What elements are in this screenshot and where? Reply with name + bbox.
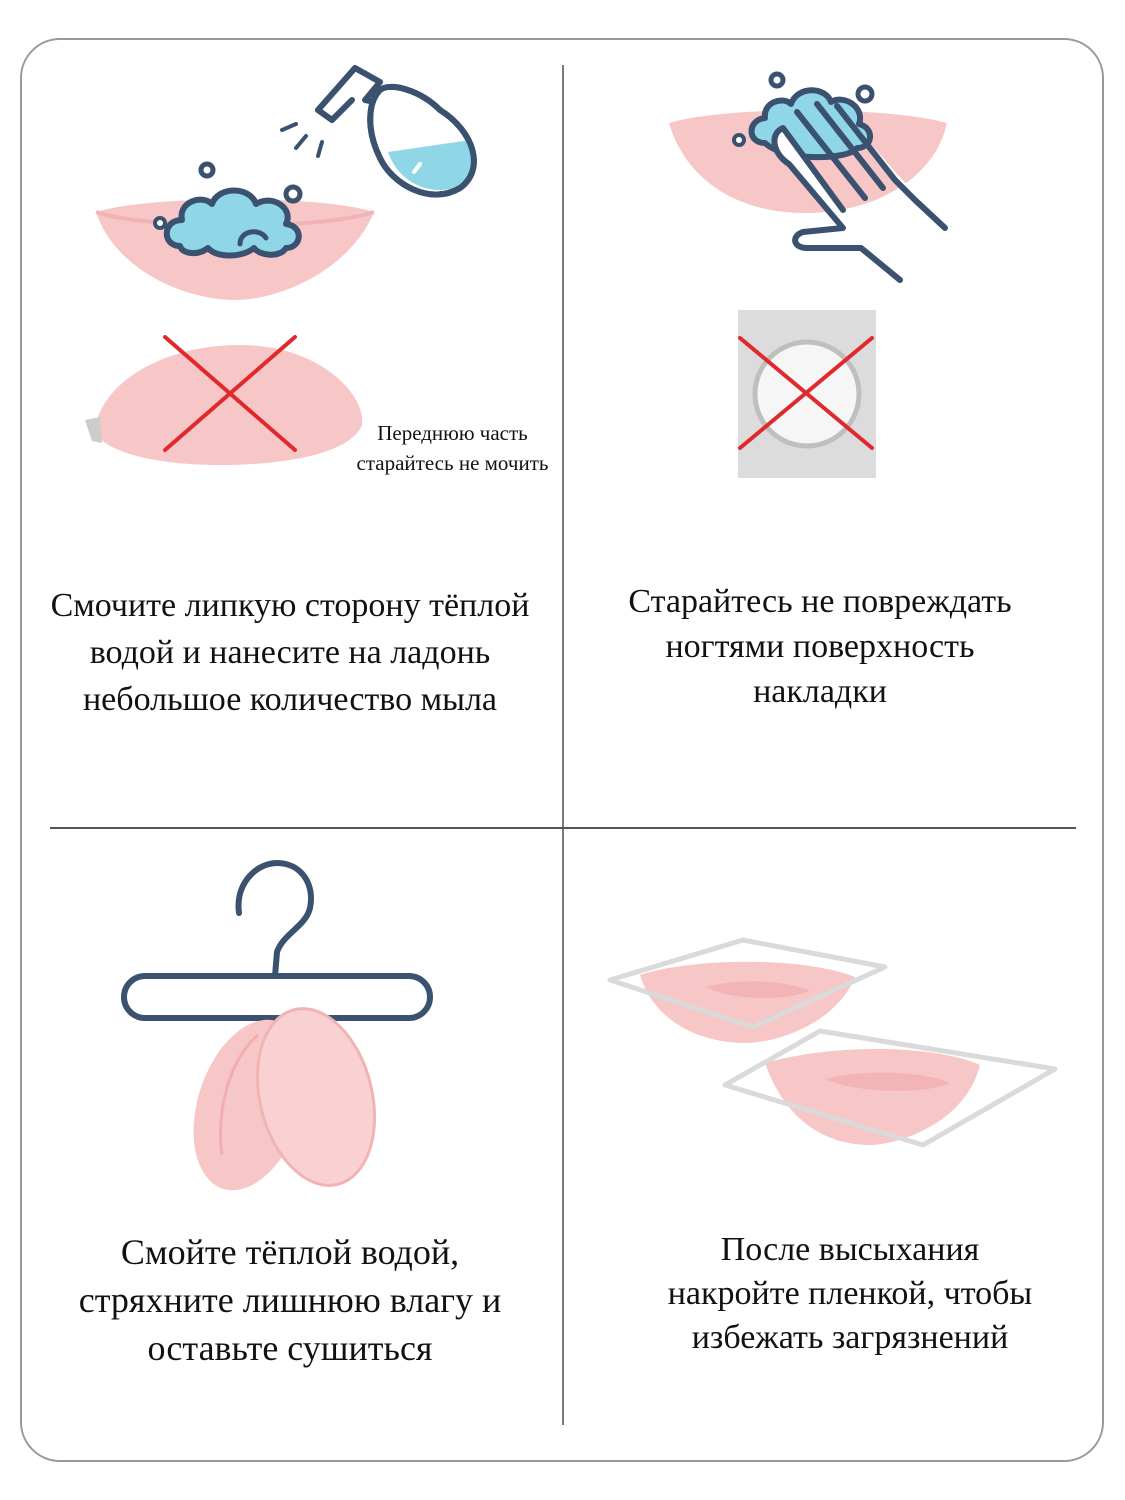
grid-divider-horizontal: [50, 827, 1076, 829]
step-4-caption: После высыхания накройте пленкой, чтобы …: [667, 1231, 1033, 1356]
step-3-caption: Смойте тёплой водой, стряхните лишнюю вл…: [78, 1232, 502, 1368]
cups-with-film-icon: [607, 937, 1058, 1148]
cup-crossed-icon: [85, 335, 363, 465]
drying-cups-icon: [193, 1007, 377, 1191]
spray-bottle-icon: [280, 65, 477, 198]
card-frame: [20, 38, 1104, 1462]
caution-note: Переднюю часть старайтесь не мочить: [356, 421, 549, 475]
step-2-caption: Старайтесь не повреждать ногтями поверхн…: [628, 583, 1012, 710]
hand-washing-cup-icon: [669, 71, 948, 283]
grid-divider-vertical: [562, 65, 564, 1425]
step-1-caption: Смочите липкую сторону тёплой водой и на…: [50, 587, 530, 718]
cup-with-foam-icon: [95, 161, 375, 300]
cotton-pad-crossed-icon: [738, 310, 876, 478]
